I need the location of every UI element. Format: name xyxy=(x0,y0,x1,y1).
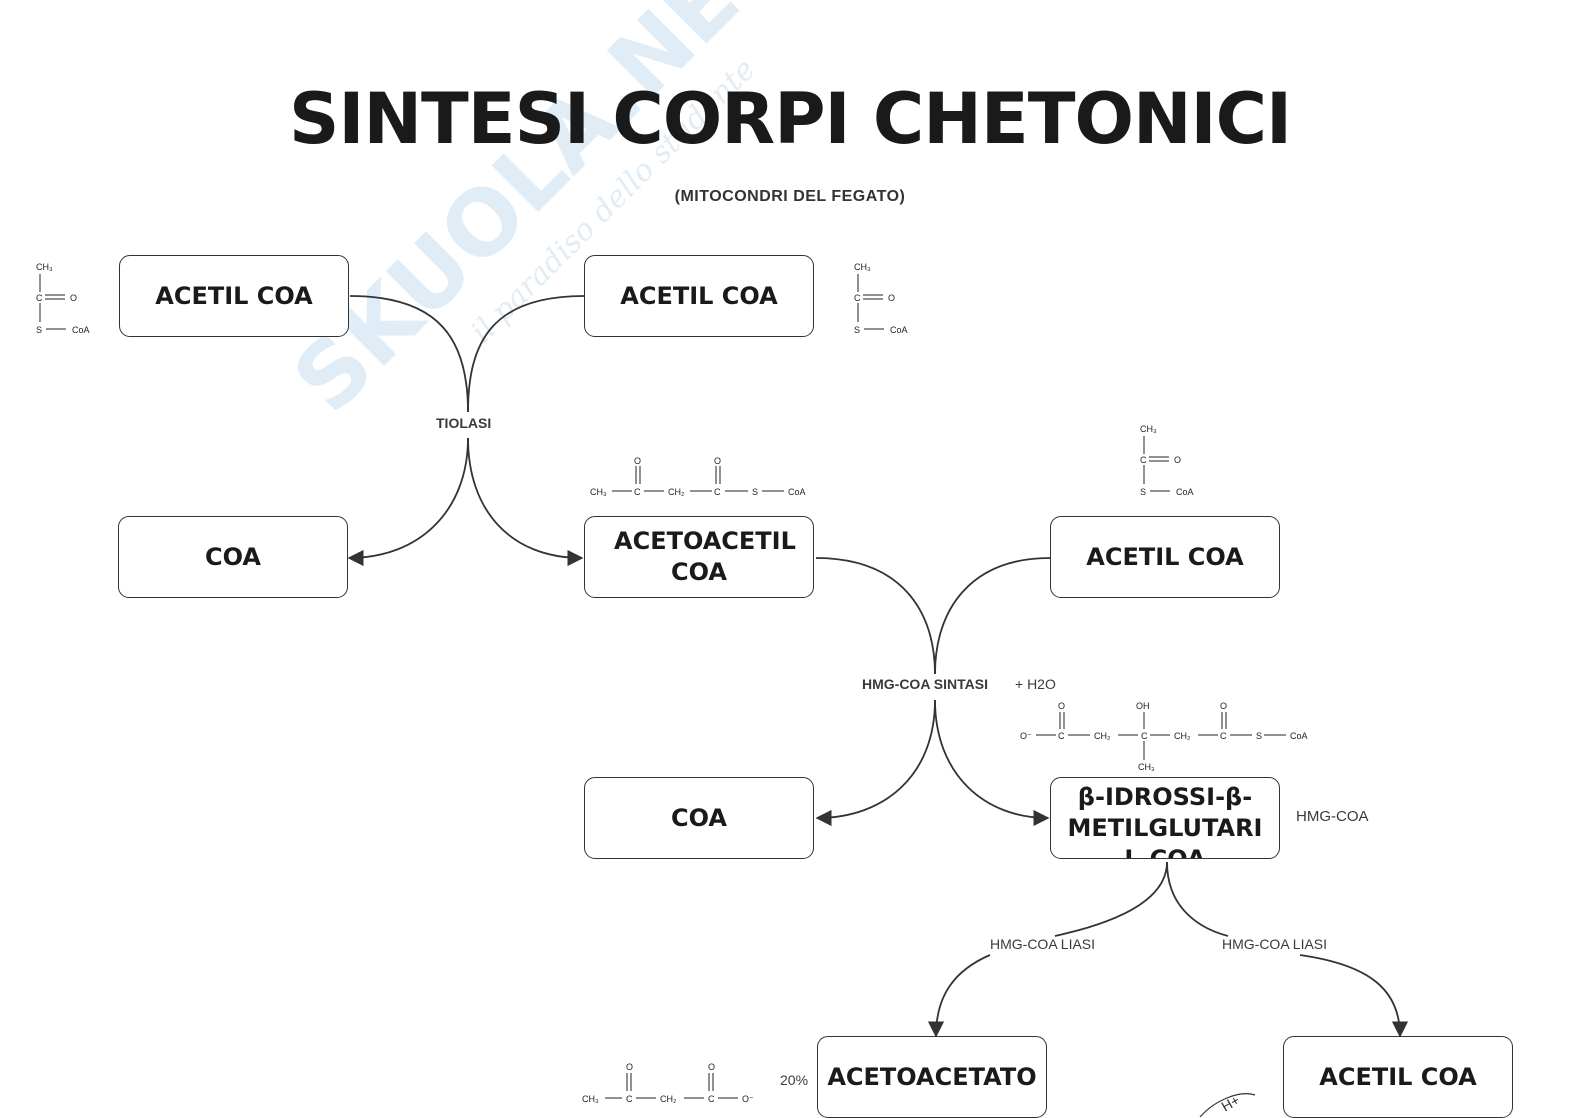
formula-atom: O xyxy=(70,293,77,303)
formula-atom: CoA xyxy=(788,487,806,497)
connector-sintasi-hmg xyxy=(934,699,1050,827)
node-acetoacetato: ACETOACETATO xyxy=(817,1036,1047,1118)
node-acetoacetil-coa-label: ACETOACETIL COA xyxy=(614,527,796,586)
node-acetil-coa-4: ACETIL COA xyxy=(1283,1036,1513,1118)
connector-acetil1-tiolasi xyxy=(349,295,469,413)
formula-atom: CH₃ xyxy=(1138,762,1155,772)
formula-atom: CoA xyxy=(1176,487,1194,497)
page-title: SINTESI CORPI CHETONICI xyxy=(288,78,1292,160)
connector-hmg-liasi-left xyxy=(1054,861,1168,937)
formula-atom: C xyxy=(1141,731,1148,741)
formula-atom: CoA xyxy=(1290,731,1308,741)
formula-atom: C xyxy=(36,293,43,303)
formula-atom: O xyxy=(714,456,721,466)
node-acetil-coa-3: ACETIL COA xyxy=(1050,516,1280,598)
formula-atom: C xyxy=(1220,731,1227,741)
formula-atom: CH₂ xyxy=(660,1094,677,1104)
svg-text:H+: H+ xyxy=(1219,1092,1243,1115)
formula-atom: C xyxy=(708,1094,715,1104)
formula-atom: S xyxy=(752,487,758,497)
connector-hmg-liasi-right xyxy=(1166,861,1229,937)
connector-liasi-right-acetil xyxy=(1299,954,1409,1038)
connector-acetoacetil-sintasi xyxy=(815,557,936,675)
formula-atom: OH xyxy=(1136,701,1150,711)
node-acetil-coa-1: ACETIL COA xyxy=(119,255,349,337)
formula-atom: O⁻ xyxy=(1020,731,1032,741)
formula-atom: O xyxy=(888,293,895,303)
node-coa-1: COA xyxy=(118,516,348,598)
hmg-coa-abbrev: HMG-COA xyxy=(1296,808,1369,825)
formula-atom: S xyxy=(1140,487,1146,497)
formula-atom: CH₂ xyxy=(668,487,685,497)
enzyme-hmg-coa-sintasi: HMG-COA SINTASI xyxy=(862,676,988,692)
formula-atom: CoA xyxy=(890,325,908,335)
formula-atom: C xyxy=(1058,731,1065,741)
connector-tiolasi-coa xyxy=(347,437,469,567)
formula-atom: S xyxy=(1256,731,1262,741)
formula-atom: O xyxy=(634,456,641,466)
h-plus-scribble: H+ xyxy=(1199,1092,1256,1117)
formula-atom: CH₃ xyxy=(590,487,607,497)
node-hmg-coa: β-IDROSSI-β-METILGLUTARIL-COA xyxy=(1050,777,1280,859)
enzyme-tiolasi: TIOLASI xyxy=(436,415,492,431)
node-acetoacetil-coa: ACETOACETIL COA xyxy=(584,516,814,598)
formula-atom: CH₃ xyxy=(1140,424,1157,434)
formula-atom: O xyxy=(708,1062,715,1072)
formula-atom: CoA xyxy=(72,325,90,335)
formula-atom: C xyxy=(1140,455,1147,465)
formula-atom: S xyxy=(854,325,860,335)
formula-atom: CH₂ xyxy=(1174,731,1191,741)
node-hmg-coa-label: β-IDROSSI-β-METILGLUTARIL-COA xyxy=(1067,783,1263,859)
formula-atom: S xyxy=(36,325,42,335)
node-acetil-coa-2: ACETIL COA xyxy=(584,255,814,337)
formula-atom: O xyxy=(1174,455,1181,465)
formula-atom: CH₂ xyxy=(1094,731,1111,741)
connector-sintasi-coa xyxy=(815,699,936,827)
enzyme-h2o: + H2O xyxy=(1015,676,1056,692)
formula-atom: C xyxy=(634,487,641,497)
connector-acetil3-sintasi xyxy=(934,557,1051,675)
enzyme-hmg-coa-liasi-left: HMG-COA LIASI xyxy=(990,936,1096,952)
page-subtitle: (MITOCONDRI DEL FEGATO) xyxy=(674,188,906,205)
formula-atom: O xyxy=(626,1062,633,1072)
formula-atom: C xyxy=(714,487,721,497)
formula-atom: O⁻ xyxy=(742,1094,754,1104)
formula-atom: CH₃ xyxy=(582,1094,599,1104)
formula-atom: CH₃ xyxy=(854,262,871,272)
formula-atom: CH₃ xyxy=(36,262,53,272)
percent-label: 20% xyxy=(780,1072,809,1088)
formula-atom: C xyxy=(626,1094,633,1104)
node-coa-2: COA xyxy=(584,777,814,859)
formula-atom: C xyxy=(854,293,861,303)
connector-tiolasi-acetoacetil xyxy=(467,437,584,567)
formula-atom: O xyxy=(1058,701,1065,711)
enzyme-hmg-coa-liasi-right: HMG-COA LIASI xyxy=(1222,936,1328,952)
connector-liasi-left-acetoacetato xyxy=(927,954,991,1038)
connector-acetil2-tiolasi xyxy=(467,295,585,413)
formula-atom: O xyxy=(1220,701,1227,711)
